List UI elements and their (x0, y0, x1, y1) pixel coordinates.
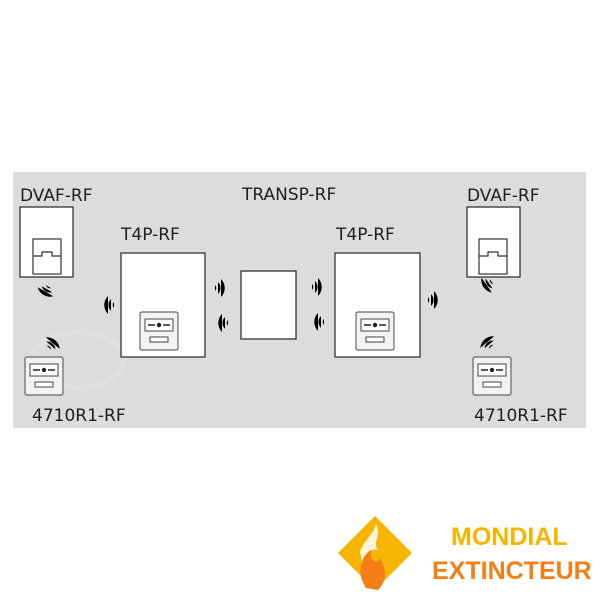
brand-logo: MONDIAL EXTINCTEUR (338, 516, 592, 590)
label-dvaf-left: DVAF-RF (20, 186, 92, 206)
callpoint-right-device (472, 356, 512, 396)
label-t4p-left: T4P-RF (120, 225, 180, 245)
label-t4p-right: T4P-RF (335, 225, 395, 245)
label-callpoint-left: 4710R1-RF (32, 406, 126, 426)
dvaf-left-device (19, 206, 74, 278)
call-point-icon (472, 356, 512, 396)
flame-diamond-icon (338, 516, 412, 590)
logo-line1: MONDIAL (451, 523, 568, 551)
call-point-icon (139, 311, 179, 351)
label-callpoint-right: 4710R1-RF (474, 406, 568, 426)
callpoint-left-device (24, 356, 64, 396)
siren-icon (32, 238, 62, 275)
call-point-icon (355, 311, 395, 351)
label-dvaf-right: DVAF-RF (467, 186, 539, 206)
call-point-icon (24, 356, 64, 396)
logo-line2: EXTINCTEUR (432, 557, 592, 585)
siren-icon (478, 238, 508, 275)
t4p-right-panel (334, 252, 421, 358)
label-transp: TRANSP-RF (241, 185, 336, 205)
t4p-left-panel (120, 252, 206, 358)
transp-device (240, 270, 297, 340)
dvaf-right-device (466, 206, 521, 278)
